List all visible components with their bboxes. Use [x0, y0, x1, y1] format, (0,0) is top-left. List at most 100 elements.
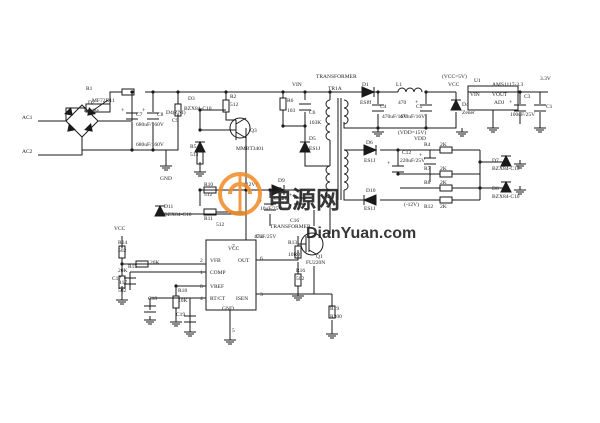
label-d10: D10	[366, 188, 376, 194]
dianyuan-logo-icon	[218, 172, 262, 216]
label-pin8: 8	[200, 284, 203, 290]
resistor-r4	[439, 146, 453, 154]
zener-d3	[194, 140, 206, 153]
resistor-r8	[439, 184, 453, 192]
label-r10v: 512	[204, 192, 213, 198]
label-r14: R14	[118, 240, 127, 246]
label-pin3: 3	[260, 292, 263, 298]
svg-text:+: +	[415, 100, 419, 106]
label-c3v: 100uF/25V	[510, 112, 535, 118]
label-d7: D7	[492, 158, 499, 164]
ground-r5	[194, 168, 206, 177]
resistor-r13	[294, 245, 302, 259]
resistor-r12	[439, 196, 453, 204]
label-u1v: AMS1117-3.3	[492, 82, 523, 88]
diode-d1	[361, 86, 376, 98]
label-ac2: AC2	[22, 149, 33, 155]
label-dfoot: D4(ZNI)	[166, 109, 186, 116]
label-q3: Q3	[250, 128, 257, 134]
label-c7v: 680uF/160V	[136, 122, 164, 128]
label-r17: R17	[118, 280, 127, 286]
label-r5: R5	[190, 144, 197, 150]
label-vref: VREF	[210, 284, 224, 290]
label-l1: L1	[396, 82, 402, 88]
label-d4: D4	[462, 102, 469, 108]
ground-d8	[514, 186, 526, 195]
label-pin2: 2	[200, 258, 203, 264]
label-c4v: 470uF/16V	[382, 114, 407, 120]
label-d7v: BZX84-C10	[492, 166, 520, 172]
label-r11: R11	[204, 216, 213, 222]
label-d5v: ES1J	[309, 146, 321, 152]
label-d3: D3	[188, 96, 195, 102]
watermark-brand: 电源网	[268, 187, 340, 214]
diode-d9	[271, 184, 286, 196]
label-d11v: BZX84-C10	[164, 212, 192, 218]
label-r4: R4	[424, 142, 431, 148]
ground-r18	[170, 318, 182, 327]
capacitor-c12: +	[387, 161, 404, 173]
label-c19: C19	[176, 312, 185, 318]
label-pin1: 1	[200, 270, 203, 276]
label-pin6: 6	[260, 256, 263, 262]
label-r13v: 10R0	[288, 252, 300, 258]
capacitor-c14: +	[259, 199, 276, 211]
label-d9: D9	[278, 178, 285, 184]
resistor-r19	[328, 305, 336, 319]
label-vccp: (VCC=5V)	[442, 73, 467, 80]
transformer-sec2	[343, 149, 349, 191]
resistor-r15	[135, 260, 149, 268]
label-vout_pin: VOUT	[492, 92, 508, 98]
label-vcc: VCC	[448, 82, 460, 88]
capacitor-c16: +	[289, 193, 306, 205]
label-c1: C1	[546, 104, 553, 110]
label-q3v: MMBT3401	[236, 146, 264, 152]
fuse-r1b	[121, 88, 135, 96]
label-c17v: 20K	[118, 268, 128, 274]
label-v12: (12V)	[244, 181, 257, 188]
label-r17v: 502	[118, 288, 127, 294]
transformer-sec1	[343, 99, 349, 125]
label-r5v: 513	[190, 152, 199, 158]
diode-d5	[299, 140, 311, 153]
label-d6v: ES1J	[364, 158, 376, 164]
label-c14: C14	[274, 196, 283, 202]
mosfet-q1	[298, 232, 324, 256]
label-r12v: 2K	[440, 204, 447, 210]
label-d1: D1	[362, 82, 369, 88]
label-vin: VIN	[292, 82, 302, 88]
label-ac1: AC1	[22, 115, 33, 121]
label-c5: C5	[416, 104, 423, 110]
resistor-r14	[118, 245, 126, 259]
label-c16: C16	[290, 218, 299, 224]
label-d1v: ES1J	[360, 100, 372, 106]
label-c12: C12	[402, 150, 411, 156]
label-vdd: VDD	[414, 136, 426, 142]
label-r18: R18	[178, 288, 187, 294]
label-l1v: 470	[398, 100, 407, 106]
label-v33: 3.3V	[540, 76, 551, 82]
capacitor-c5: +	[415, 100, 432, 112]
svg-text:+: +	[121, 108, 125, 114]
pwm-controller-u3	[205, 239, 257, 311]
label-c8: C8	[157, 112, 164, 118]
label-r10: R10	[204, 182, 213, 188]
capacitor-c7: +	[121, 108, 138, 120]
label-r11v: 512	[216, 222, 225, 228]
label-r15v: 20K	[150, 260, 160, 266]
label-d4v: Zener	[462, 110, 475, 116]
label-r7v: 2K	[440, 166, 447, 172]
capacitor-c17	[124, 277, 136, 285]
label-d10v: ES1J	[364, 206, 376, 212]
ground-r16	[292, 292, 304, 301]
transformer-core	[337, 98, 342, 200]
label-rtct: RT/CT	[210, 296, 226, 302]
label-d5: D5	[309, 136, 316, 142]
label-c18: C18	[148, 296, 157, 302]
regulator-u1	[467, 85, 519, 111]
capacitor-c8: +	[142, 108, 159, 120]
label-c17: C17	[112, 276, 121, 282]
label-pin5: 5	[232, 328, 235, 334]
label-r6v: 103	[287, 108, 296, 114]
label-d11: D11	[164, 204, 174, 210]
